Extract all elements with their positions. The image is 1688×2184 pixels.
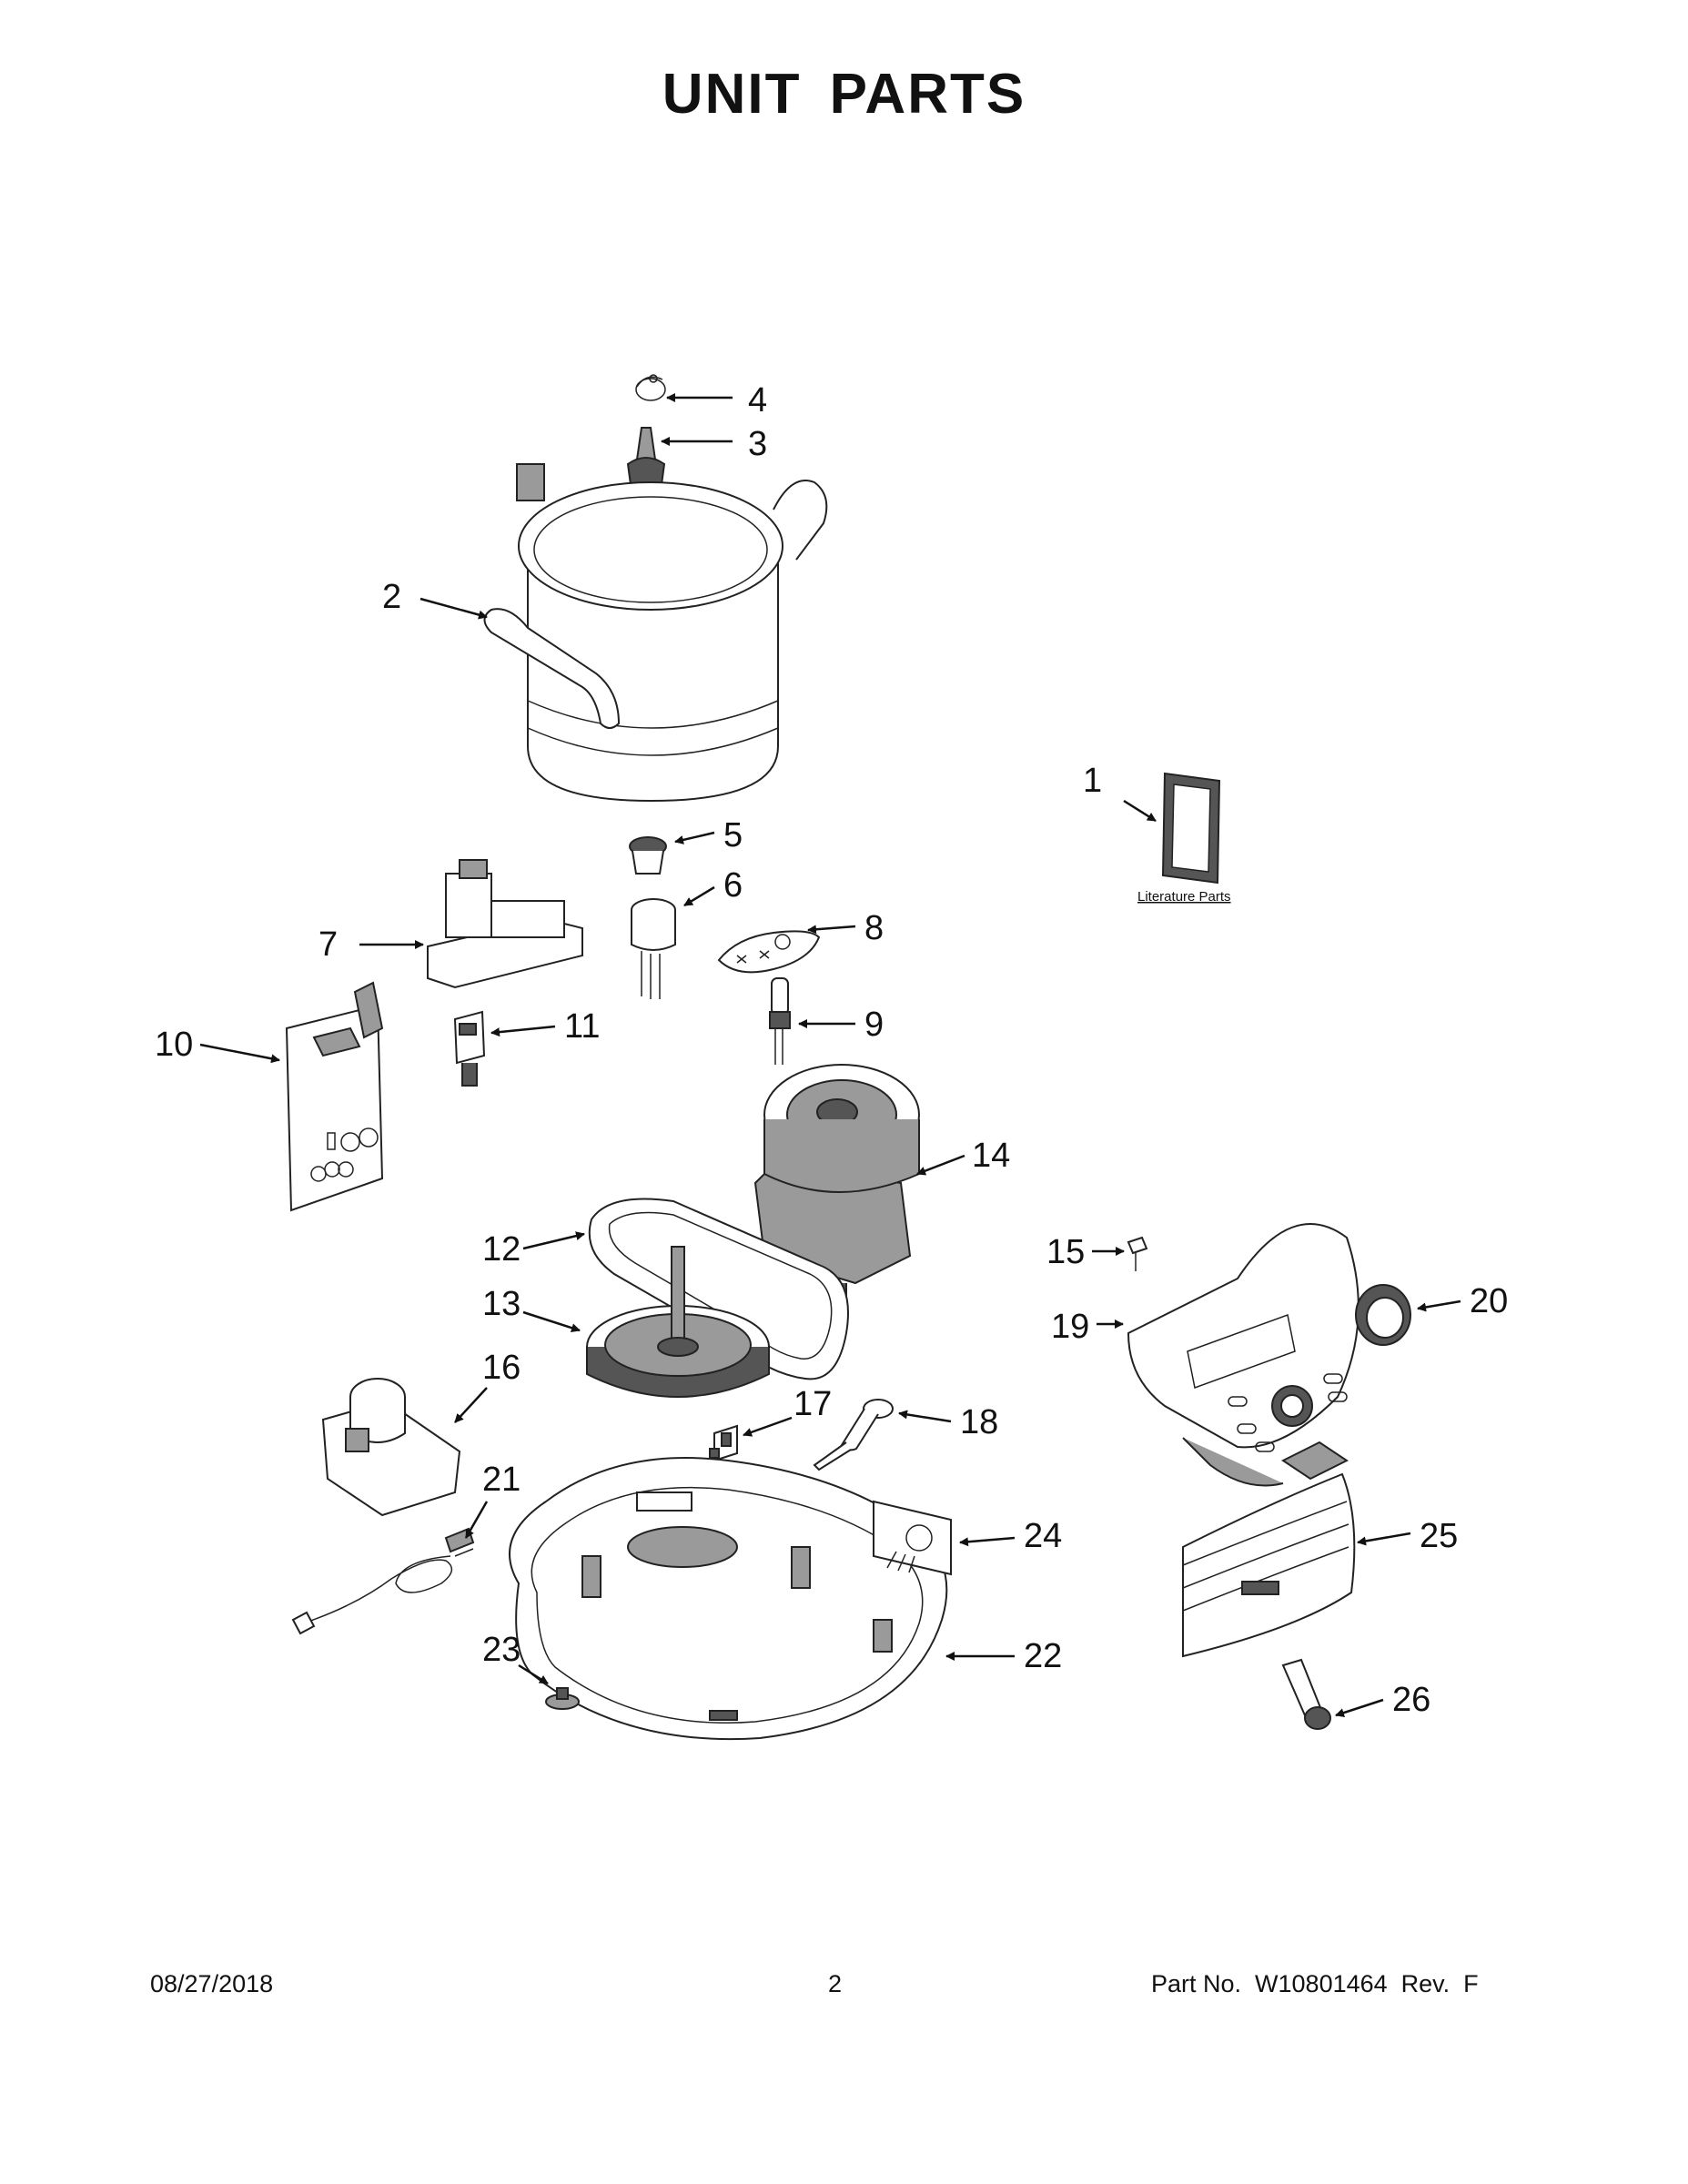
callout-5: 5 [723,816,743,854]
part-18-knob-shaft[interactable] [813,1399,894,1471]
callout-12: 12 [482,1230,521,1269]
callout-8: 8 [864,909,884,947]
part-15-screw[interactable] [1127,1236,1148,1271]
part-23-foot[interactable] [545,1687,580,1710]
callout-6: 6 [723,866,743,905]
part-6-sensor[interactable] [631,898,676,999]
part-7-housing[interactable] [427,859,583,989]
literature-parts-label: Literature Parts [1137,889,1231,905]
part-20-ring[interactable] [1355,1284,1411,1346]
part-17-switch[interactable] [709,1424,738,1462]
part-25-front-cover[interactable] [1182,1441,1356,1658]
callout-15: 15 [1046,1233,1085,1271]
callout-25: 25 [1420,1517,1458,1555]
part-10-board[interactable] [285,981,384,1212]
callout-3: 3 [748,425,767,463]
part-13-pulley[interactable] [586,1246,770,1398]
callout-24: 24 [1024,1517,1062,1555]
callout-16: 16 [482,1349,521,1387]
callout-19: 19 [1051,1308,1089,1346]
callout-11: 11 [564,1007,600,1046]
part-1-literature[interactable] [1161,772,1221,885]
part-22-base[interactable] [509,1457,948,1741]
callout-21: 21 [482,1461,521,1499]
part-19-control-panel[interactable] [1127,1223,1359,1487]
callout-arrows [199,393,1461,1717]
part-14-motor[interactable] [753,1064,920,1311]
callout-1: 1 [1083,762,1102,800]
callout-18: 18 [960,1403,998,1441]
part-2-bowl[interactable] [483,463,828,803]
part-11-switch[interactable] [453,1010,486,1087]
callout-10: 10 [155,1026,193,1064]
callout-4: 4 [748,381,767,420]
callout-7: 7 [318,925,338,964]
callout-9: 9 [864,1006,884,1044]
callout-13: 13 [482,1285,521,1323]
footer-part-number: Part No. W10801464 Rev. F [1151,1970,1479,1997]
callout-23: 23 [482,1631,521,1669]
footer-date: 08/27/2018 [150,1970,274,1997]
part-9-probe[interactable] [769,977,791,1065]
callout-22: 22 [1024,1637,1062,1675]
part-16-component[interactable] [321,1378,461,1517]
part-12-belt[interactable] [588,1198,849,1380]
callout-17: 17 [793,1385,832,1423]
part-8-plate[interactable] [717,930,821,974]
callout-26: 26 [1392,1681,1430,1719]
part-26-knob[interactable] [1281,1658,1331,1730]
callout-2: 2 [382,578,401,616]
footer-page-number: 2 [828,1970,843,1997]
part-4-clip[interactable] [635,374,666,401]
part-24-board[interactable] [873,1500,952,1576]
part-5-coupler[interactable] [629,836,667,875]
callout-20: 20 [1470,1282,1508,1320]
page-title: UNIT PARTS [662,63,1026,126]
callout-14: 14 [972,1137,1010,1175]
part-21-power-cord[interactable] [291,1527,475,1635]
